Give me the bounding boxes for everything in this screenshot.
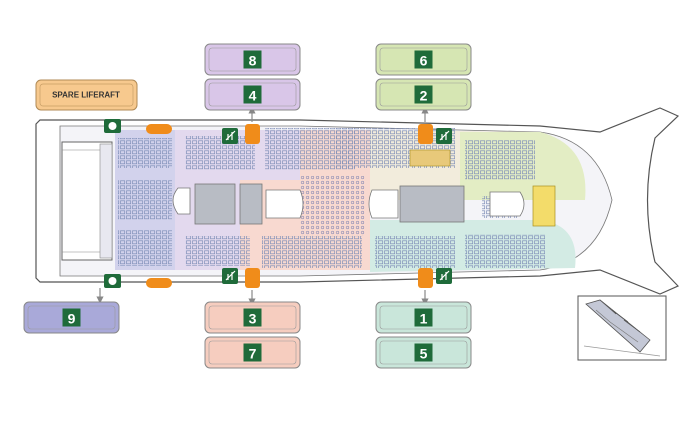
ladder-icon	[436, 268, 452, 284]
liferaft-station-icon	[104, 119, 121, 133]
seat-block	[118, 138, 172, 168]
stern-ramp	[61, 141, 113, 261]
seat-block	[118, 180, 172, 220]
evacuation-arrows	[96, 106, 429, 306]
liferaft-number-badge	[243, 50, 262, 69]
stairwell-block	[239, 183, 263, 225]
seat-block	[262, 236, 362, 268]
spare-liferaft-label: SPARE LIFERAFT	[52, 91, 120, 100]
liferaft-stations	[104, 119, 452, 288]
liferaft-number: 5	[420, 346, 428, 362]
liferaft-number-badge	[414, 308, 433, 327]
liferaft-3: 3	[204, 301, 301, 334]
liferaft-4: 4	[204, 78, 301, 111]
liferaft-number: 2	[420, 88, 428, 104]
seat-block	[465, 140, 535, 180]
evacuation-marker	[146, 124, 172, 134]
liferaft-number: 9	[68, 311, 76, 327]
spare-liferaft: SPARE LIFERAFT	[35, 79, 138, 111]
evacuation-slide-inset	[577, 295, 667, 361]
seat-block	[185, 136, 255, 170]
liferaft-number: 8	[249, 53, 257, 69]
liferaft-5: 5	[375, 336, 472, 369]
bar-counter	[532, 185, 556, 227]
seat-block	[118, 230, 172, 266]
evacuation-marker	[418, 268, 433, 288]
seat-block	[375, 236, 455, 268]
liferaft-6: 6	[375, 43, 472, 76]
liferaft-number: 7	[249, 346, 257, 362]
ladder-icon	[222, 128, 238, 144]
evacuation-marker	[245, 268, 260, 288]
liferaft-number: 1	[420, 311, 428, 327]
evacuation-marker	[245, 124, 260, 144]
liferaft-number-badge	[243, 308, 262, 327]
liferaft-number-badge	[414, 343, 433, 362]
kiosk	[409, 149, 451, 167]
liferaft-number: 3	[249, 311, 257, 327]
liferaft-number: 6	[420, 53, 428, 69]
liferaft-number-badge	[62, 308, 81, 327]
liferaft-number-badge	[243, 343, 262, 362]
liferaft-number-badge	[414, 50, 433, 69]
seat-block	[465, 234, 545, 268]
liferaft-station-icon	[104, 274, 121, 288]
liferaft-number-badge	[243, 85, 262, 104]
ladder-icon	[436, 128, 452, 144]
seat-block	[185, 236, 250, 266]
liferaft-number: 4	[249, 88, 257, 104]
ladder-icon	[222, 268, 238, 284]
evacuation-marker	[418, 124, 433, 144]
seating	[118, 128, 545, 268]
liferaft-8: 8	[204, 43, 301, 76]
seat-block-lounge	[300, 176, 365, 236]
evacuation-markers	[146, 124, 433, 288]
liferaft-2: 2	[375, 78, 472, 111]
liferaft-1: 1	[375, 301, 472, 334]
liferafts: 8 4 6 2 9 3 7 1 5	[23, 43, 472, 369]
spare-liferaft-box	[35, 79, 138, 111]
central-structures	[172, 149, 556, 227]
stairwell-block	[399, 185, 465, 223]
evacuation-marker	[146, 278, 172, 288]
stairwell-block	[194, 183, 236, 225]
liferaft-9: 9	[23, 301, 120, 334]
liferaft-7: 7	[204, 336, 301, 369]
liferaft-number-badge	[414, 85, 433, 104]
